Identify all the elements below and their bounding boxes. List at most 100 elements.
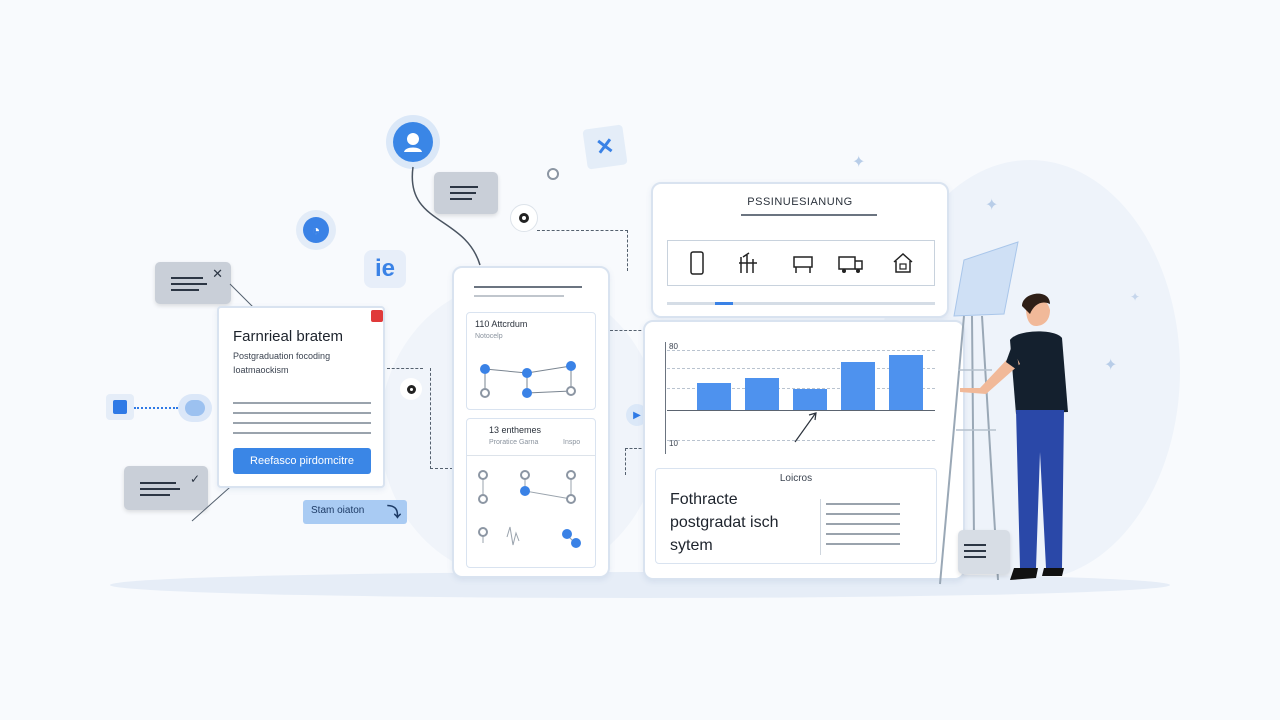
dashed-connector: [134, 407, 178, 409]
small-dot-icon: [547, 168, 559, 180]
icon-row: [667, 240, 935, 286]
panel-header-line: [474, 295, 564, 297]
text-line: [233, 422, 371, 424]
timer-icon[interactable]: ◔: [296, 210, 336, 250]
network-node: [478, 470, 488, 480]
graph-node: [566, 386, 576, 396]
section-title: 110 Attcrdum: [475, 319, 528, 329]
start-button-label: Stam oiaton: [311, 505, 365, 516]
network-node: [562, 529, 572, 539]
network-node: [478, 494, 488, 504]
info-icon[interactable]: ie: [364, 250, 406, 288]
sparkle-icon: ✦: [985, 197, 999, 214]
truck-icon[interactable]: [834, 246, 868, 280]
grid-line: [667, 350, 935, 351]
panel-title: PSSINUESIANUNG: [747, 196, 853, 208]
message-bubble[interactable]: ✕: [155, 262, 231, 304]
document-icon: [958, 530, 1010, 574]
network-node: [566, 470, 576, 480]
sparkle-icon: ✦: [852, 154, 866, 171]
close-badge-icon[interactable]: [371, 310, 383, 322]
chart-bar[interactable]: [697, 383, 731, 410]
record-icon[interactable]: [510, 204, 538, 232]
connector-line: [229, 283, 254, 308]
chart-bar[interactable]: [793, 388, 827, 410]
y-axis: [665, 342, 666, 454]
connector-curve: [411, 166, 481, 266]
graph-node: [566, 361, 576, 371]
section-sub: Inspo: [563, 439, 581, 446]
divider: [467, 455, 595, 456]
dashed-connector: [430, 368, 453, 469]
grid-line: [667, 440, 935, 441]
text-line: [826, 513, 900, 515]
user-avatar-icon[interactable]: [386, 115, 440, 169]
primary-button[interactable]: Reefasco pirdomcitre: [233, 448, 371, 474]
chart-bar[interactable]: [745, 378, 779, 410]
robot-icon[interactable]: [178, 394, 212, 422]
y-tick-top: 80: [669, 342, 678, 351]
text-line: [233, 402, 371, 404]
center-panel: 110 Attcrdum Notocelp 13 enthemes Prorat…: [452, 266, 610, 578]
text-line: [826, 533, 900, 535]
text-line: [826, 503, 900, 505]
record-icon[interactable]: [400, 378, 422, 400]
start-button[interactable]: Stam oiaton ⤵: [303, 500, 407, 524]
network-node: [478, 527, 488, 537]
info-heading-line3: sytem: [670, 537, 713, 554]
dashed-connector: [625, 448, 646, 475]
tools-icon[interactable]: ✕: [582, 124, 628, 170]
flag-icon[interactable]: [106, 394, 134, 420]
grid-line: [667, 388, 935, 389]
sparkle-icon: ✦: [1130, 290, 1141, 304]
network-node: [520, 486, 530, 496]
dashed-connector: [537, 230, 628, 271]
text-line: [826, 543, 900, 545]
graph-node: [480, 364, 490, 374]
section-title: 13 enthemes: [489, 425, 542, 435]
dashed-connector: [610, 330, 646, 349]
x-axis: [667, 410, 935, 411]
section-sub: Notocelp: [475, 333, 503, 340]
progress-indicator: [715, 302, 733, 305]
card-line2: Ioatmaockism: [233, 365, 289, 375]
house-icon[interactable]: [886, 246, 920, 280]
graph-node: [480, 388, 490, 398]
message-bubble[interactable]: [434, 172, 498, 214]
network-node: [566, 494, 576, 504]
info-divider: [820, 499, 821, 555]
sparkle-icon: ✦: [1104, 357, 1118, 374]
play-icon[interactable]: ▶: [626, 404, 648, 426]
left-card: Farnrieal bratem Postgraduation focoding…: [217, 306, 385, 488]
grid-line: [667, 368, 935, 369]
text-line: [233, 412, 371, 414]
y-tick-mid: 10: [669, 439, 678, 448]
phone-icon[interactable]: [680, 246, 714, 280]
tools-icon[interactable]: [732, 246, 766, 280]
message-bubble[interactable]: ✓: [124, 466, 208, 510]
lamp-stand: [939, 241, 1019, 585]
progress-track: [667, 302, 935, 305]
text-line: [233, 432, 371, 434]
info-card[interactable]: Loicros Fothracte postgradat isch sytem: [655, 468, 937, 564]
network-card[interactable]: 13 enthemes Proratice Garna Inspo: [466, 418, 596, 568]
dashed-connector: [387, 368, 423, 369]
right-top-panel: PSSINUESIANUNG: [651, 182, 949, 318]
network-node: [571, 538, 581, 548]
info-heading-line2: postgradat isch: [670, 514, 779, 531]
section-sub: Proratice Garna: [489, 439, 539, 446]
graph-node: [522, 368, 532, 378]
graph-card[interactable]: 110 Attcrdum Notocelp: [466, 312, 596, 410]
text-line: [826, 523, 900, 525]
floor-shadow: [110, 572, 1170, 598]
bar-group: [645, 322, 963, 578]
card-title: Farnrieal bratem: [233, 328, 344, 345]
chart-panel: 80 10 Loicros Fothracte postgradat isch …: [643, 320, 965, 580]
chart-bar[interactable]: [889, 354, 923, 410]
person-illustration: [960, 293, 1068, 580]
workbench-icon[interactable]: [786, 246, 820, 280]
card-line1: Postgraduation focoding: [233, 351, 331, 361]
info-label: Loicros: [779, 473, 813, 484]
title-underline: [741, 214, 877, 216]
chart-bar[interactable]: [841, 362, 875, 410]
